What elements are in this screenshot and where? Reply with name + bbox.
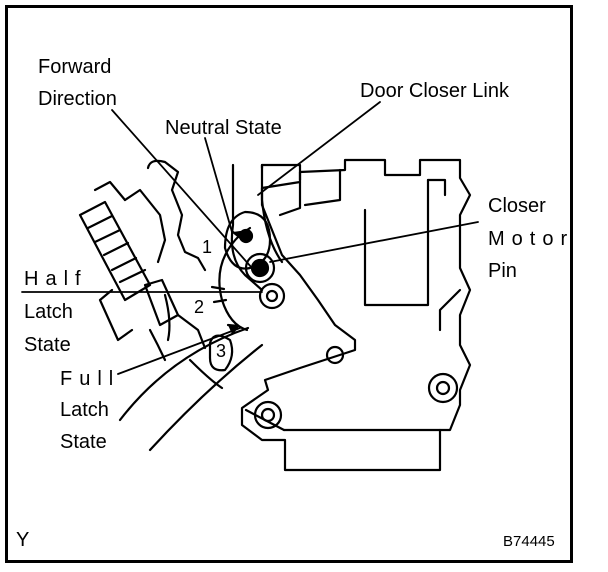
label-full-line2: Latch (60, 399, 109, 421)
pin-travel-arc (210, 226, 252, 336)
door-closer-link (223, 163, 302, 292)
figure-frame (5, 5, 573, 563)
step-number-3: 3 (216, 341, 227, 361)
label-forward-line1: Forward (38, 56, 112, 78)
label-closer: Closer (488, 195, 546, 217)
step-number-1: 1 (202, 237, 213, 257)
label-motor: Motor (488, 228, 575, 250)
leader-lines (21, 101, 479, 375)
figure-code: B74445 (503, 533, 555, 550)
door-panel-curves (118, 326, 264, 452)
corner-letter: Y (16, 529, 30, 551)
label-neutral-state: Neutral State (165, 117, 282, 139)
label-half-line3: State (24, 334, 71, 356)
step-number-2: 2 (194, 297, 205, 317)
label-full-line3: State (60, 431, 107, 453)
latch-housing (240, 158, 472, 472)
label-full-line1: Full (60, 368, 121, 390)
label-forward-line2: Direction (38, 88, 117, 110)
label-pin: Pin (488, 260, 517, 282)
label-half-line2: Latch (24, 301, 73, 323)
label-door-closer-link: Door Closer Link (360, 80, 509, 102)
connector-harness (78, 159, 234, 390)
label-half-line1: Half (24, 268, 88, 290)
